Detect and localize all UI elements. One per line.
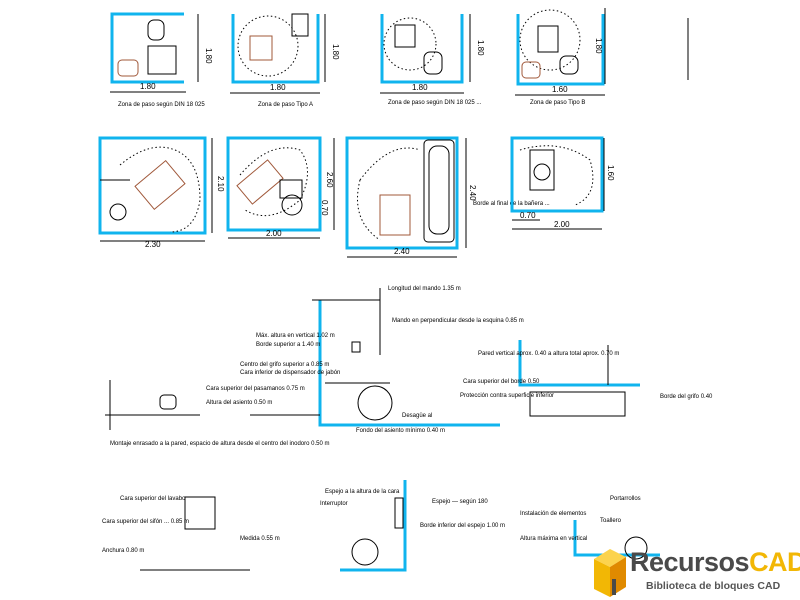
label: Fondo del asiento mínimo 0.40 m (356, 428, 445, 434)
dim: 2.00 (266, 229, 282, 238)
dim: 1.60 (552, 85, 568, 94)
label: Borde superior a 1.40 m (256, 342, 320, 348)
dim: 1.80 (140, 82, 156, 91)
label: Cara superior del borde 0.50 (463, 379, 540, 385)
plan-mid-3: 2.40 2.40 Borde al final de la bañera ..… (345, 136, 550, 258)
elevation-bath: Pared vertical aprox. 0.40 a altura tota… (460, 340, 713, 417)
elevation-side: Instalación de elementos Altura máxima e… (520, 496, 660, 560)
plan-top-1: 1.80 1.80 Zona de paso según DIN 18 025 (110, 12, 213, 108)
dim: 1.80 (204, 48, 213, 64)
label: Centro del grifo superior a 0.85 m (240, 362, 329, 368)
elevation-shower: Longitud del mando 1.35 m Mando en perpe… (206, 286, 524, 434)
label: Medida 0.55 m (240, 536, 280, 542)
dim: 2.30 (145, 240, 161, 249)
dim: 0.70 (520, 211, 536, 220)
caption: Zona de paso Tipo A (258, 102, 313, 108)
recursoscad-logo: RecursosCAD Biblioteca de bloques CAD (590, 545, 800, 600)
label: Mando en perpendicular desde la esquina … (392, 318, 524, 324)
caption: Zona de paso según DIN 18 025 ... (388, 100, 482, 106)
label: Protección contra superficie inferior (460, 393, 554, 399)
label: Interruptor (320, 501, 348, 507)
label: Máx. altura en vertical 1.02 m (256, 333, 335, 339)
dim: 1.80 (594, 38, 603, 54)
label: Borde del grifo 0.40 (660, 394, 713, 400)
dim: 1.80 (476, 40, 485, 56)
label: Altura del asiento 0.50 m (206, 400, 272, 406)
dim: 1.80 (270, 83, 286, 92)
label: Portarrollos (610, 496, 641, 502)
label: Espejo — según 180 (432, 499, 488, 505)
label: Cara superior del lavabo (120, 496, 186, 502)
caption: Zona de paso Tipo B (530, 100, 585, 106)
plan-top-2: 1.80 1.80 Zona de paso Tipo A (230, 13, 340, 108)
dim: 2.10 (216, 176, 225, 192)
dim: 1.80 (412, 83, 428, 92)
dim: 2.40 (394, 247, 410, 256)
logo-text: CAD (749, 547, 800, 577)
elevation-basin: Cara superior del lavabo Cara superior d… (102, 496, 280, 571)
label: Espejo a la altura de la cara (325, 489, 400, 495)
label: Longitud del mando 1.35 m (388, 286, 461, 292)
label: Borde inferior del espejo 1.00 m (420, 523, 505, 529)
label: Altura máxima en vertical (520, 536, 587, 542)
label: Montaje enrasado a la pared, espacio de … (110, 441, 329, 447)
dim: 1.80 (331, 44, 340, 60)
dim: 2.00 (554, 220, 570, 229)
label: Desagüe al (402, 413, 432, 419)
plan-mid-2: 2.00 2.60 0.70 (226, 136, 335, 239)
label: Cara superior del sifón ... 0.85 m (102, 519, 189, 525)
label: Cara inferior de dispensador de jabón (240, 370, 340, 376)
logo-text: Recursos (630, 547, 750, 577)
plan-mid-4: 0.70 2.00 1.60 (510, 136, 615, 230)
dim: 0.70 (320, 200, 329, 216)
label: Pared vertical aprox. 0.40 a altura tota… (478, 351, 619, 357)
label: Cara superior del pasamanos 0.75 m (206, 386, 305, 392)
logo-box-icon (594, 549, 626, 597)
logo-tagline: Biblioteca de bloques CAD (646, 580, 781, 592)
plan-top-3: 1.80 1.80 Zona de paso según DIN 18 025 … (380, 14, 485, 106)
dim: 2.40 (468, 185, 477, 201)
elevation-mirror: Espejo a la altura de la cara Interrupto… (320, 480, 505, 572)
dim: 1.60 (606, 165, 615, 181)
dim: 2.60 (325, 172, 334, 188)
caption: Zona de paso según DIN 18 025 (118, 102, 205, 108)
plan-mid-1: 2.30 2.10 (98, 136, 225, 249)
label: Instalación de elementos (520, 511, 586, 517)
elevation-wc: Montaje enrasado a la pared, espacio de … (105, 380, 329, 447)
label: Anchura 0.80 m (102, 548, 144, 554)
plan-top-4: 1.60 1.80 Zona de paso Tipo B (515, 8, 689, 106)
label: Toallero (600, 518, 622, 524)
